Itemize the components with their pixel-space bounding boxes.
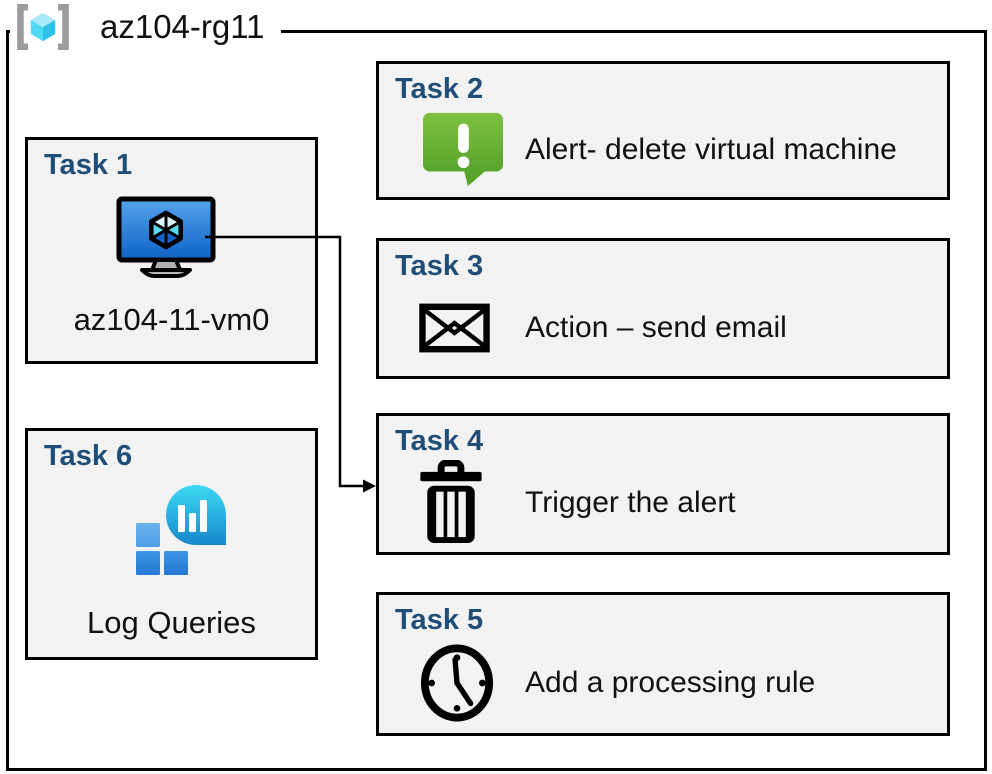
task-2-label: Alert- delete virtual machine: [525, 132, 897, 166]
resource-group-border: [6, 30, 987, 771]
task-1-title: Task 1: [44, 149, 133, 181]
task-4-label: Trigger the alert: [525, 486, 736, 519]
task-5-label: Add a processing rule: [525, 666, 816, 699]
trash-icon: [419, 459, 525, 547]
clock-icon: [419, 643, 525, 723]
alert-icon: [419, 110, 525, 190]
task-6-label: Log Queries: [87, 605, 256, 640]
resource-group-icon: [17, 3, 69, 51]
task-1-box: Task 1: [25, 137, 318, 364]
task-2-box: Task 2 Alert- delete virtual machine: [376, 61, 950, 200]
virtual-machine-icon: [116, 196, 216, 289]
task-4-box: Task 4 Trigger the alert: [376, 413, 950, 555]
task-6-title: Task 6: [44, 440, 133, 472]
task-2-title: Task 2: [395, 73, 484, 105]
task-6-box: Task 6: [25, 428, 318, 660]
task-5-box: Task 5 Add a processing rule: [376, 592, 950, 736]
log-queries-icon: [134, 483, 230, 590]
resource-group-legend: az104-rg11: [10, 2, 281, 52]
task-3-title: Task 3: [395, 250, 484, 282]
task-4-title: Task 4: [395, 425, 484, 457]
resource-group-label: az104-rg11: [100, 8, 265, 45]
task-1-label: az104-11-vm0: [73, 302, 270, 337]
task-5-title: Task 5: [395, 604, 484, 636]
task-3-box: Task 3 Action – send email: [376, 238, 950, 379]
task-3-label: Action – send email: [525, 310, 787, 344]
email-icon: [419, 303, 525, 353]
